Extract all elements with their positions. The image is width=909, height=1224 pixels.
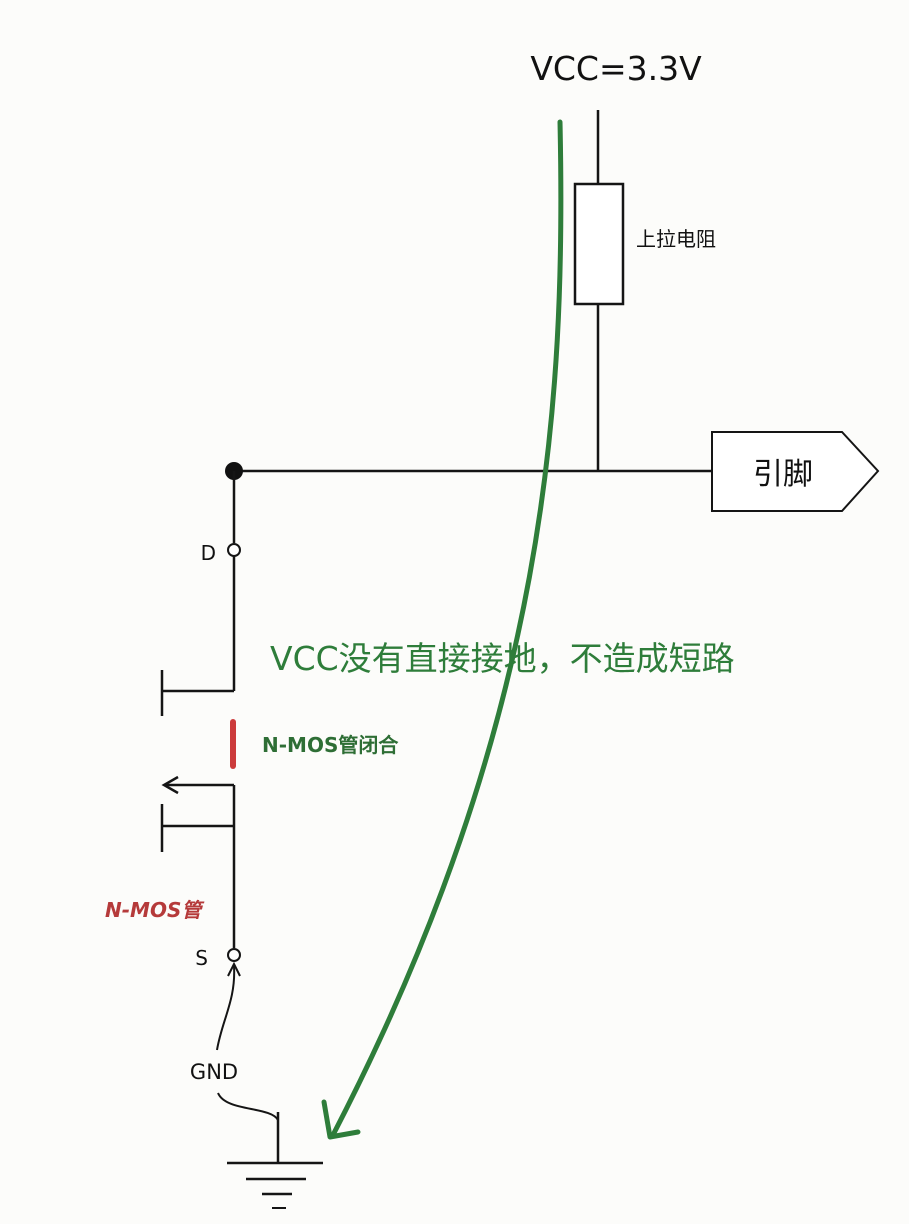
gnd-to-source-arrow	[216, 965, 236, 1051]
pin-connector	[711, 431, 880, 512]
drain-label: D	[201, 541, 216, 565]
source-label: S	[195, 946, 208, 970]
gnd-to-source-arrowhead-icon	[227, 961, 241, 977]
current-path-arrow	[330, 119, 564, 1138]
gnd-curve	[217, 1092, 279, 1121]
drain-terminal	[227, 543, 241, 557]
gnd-label: GND	[190, 1060, 238, 1084]
nmos-label: N-MOS管	[105, 898, 205, 922]
pullup-resistor-label: 上拉电阻	[636, 227, 716, 251]
current-path-arrowhead-icon	[321, 1099, 361, 1140]
nmos-closed-label: N-MOS管闭合	[262, 733, 399, 757]
source-arrow-icon	[161, 775, 179, 795]
source-terminal	[227, 948, 241, 962]
pullup-resistor	[573, 182, 625, 306]
vcc-label: VCC=3.3V	[530, 49, 702, 88]
pin-label: 引脚	[753, 457, 813, 492]
note-no-short-circuit: VCC没有直接接地，不造成短路	[270, 639, 735, 678]
